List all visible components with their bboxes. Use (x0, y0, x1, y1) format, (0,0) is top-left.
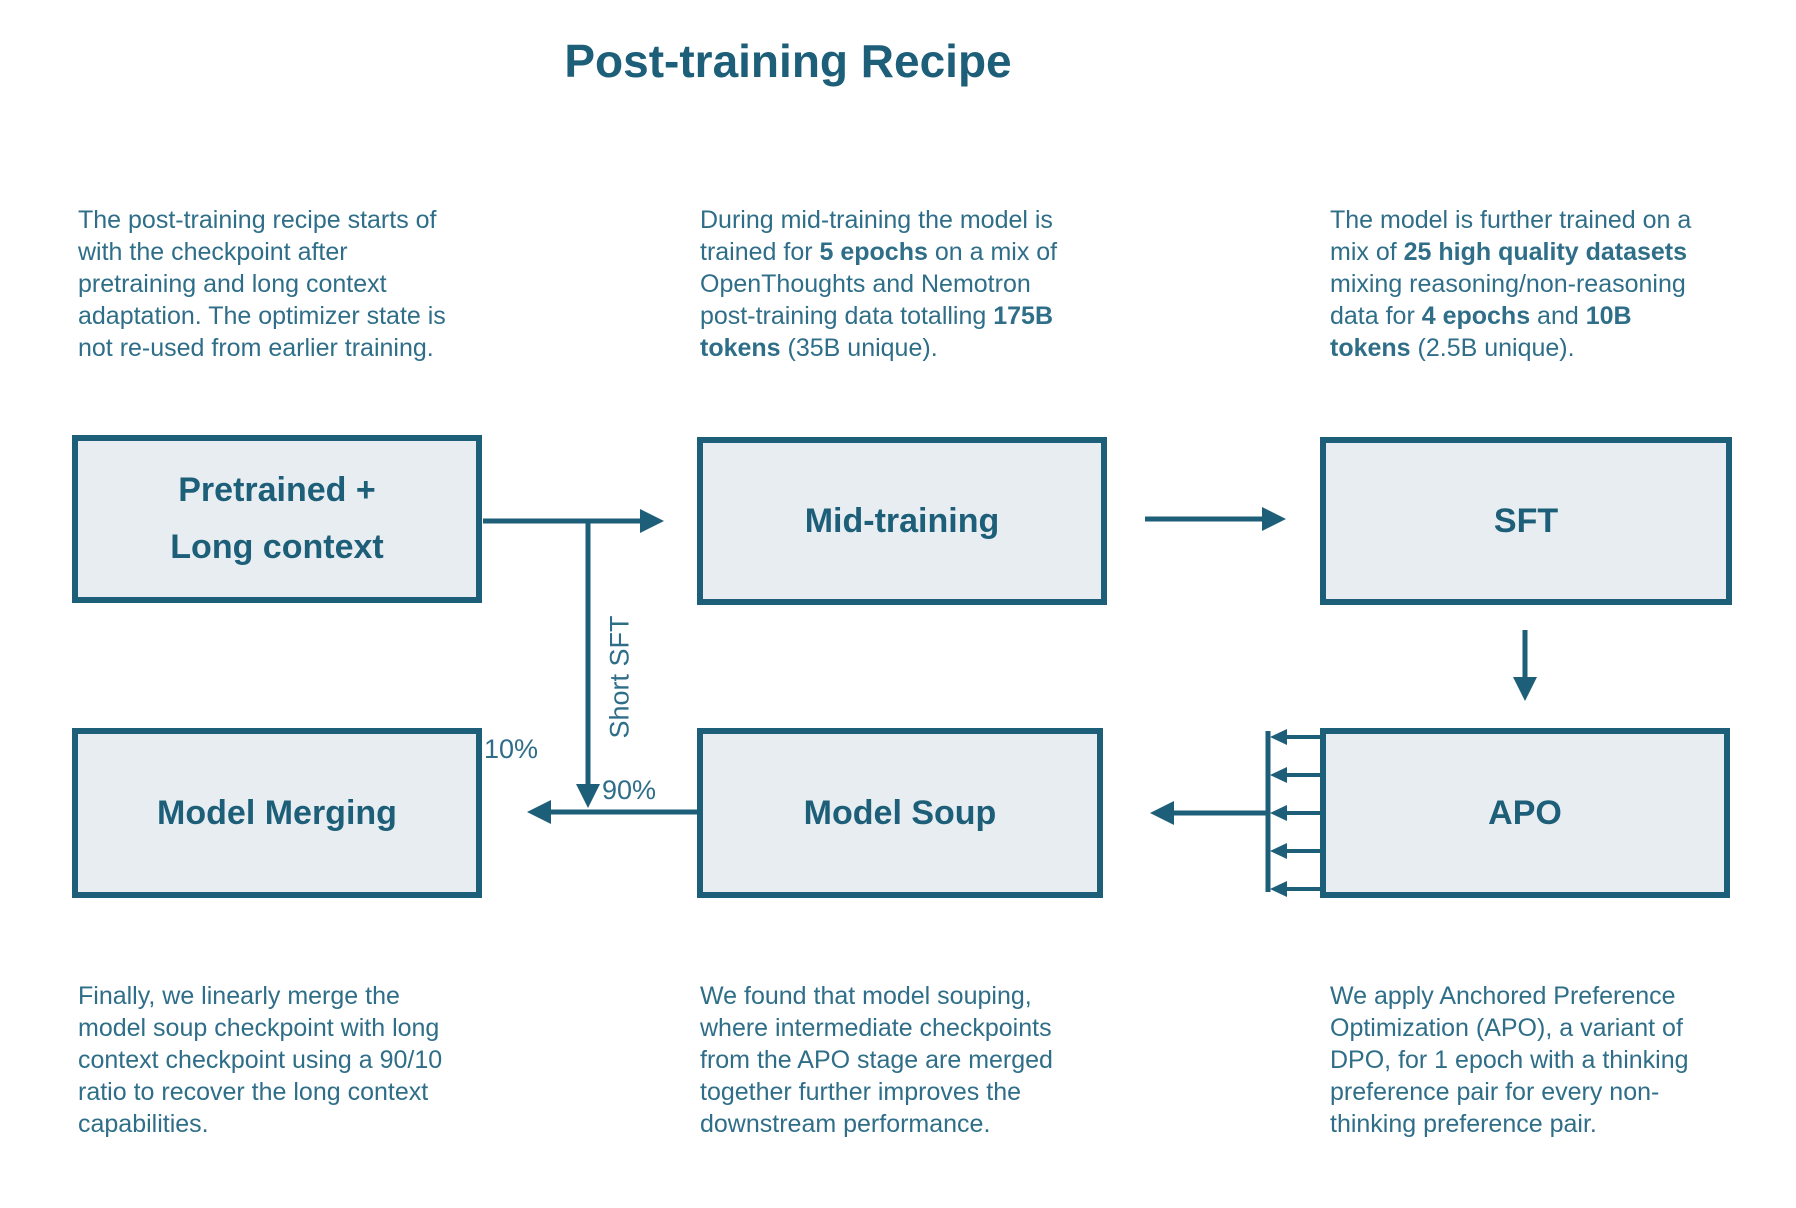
box-label: Model Merging (157, 793, 397, 832)
box-label: Model Soup (803, 793, 997, 832)
flow-box-apo: APO (1320, 728, 1730, 898)
arrow-pretrained-to-midtraining (483, 509, 664, 533)
arrow-apo-to-soup (1150, 801, 1268, 825)
note-mid-training: During mid-training the model is trained… (700, 206, 1058, 362)
edge-label-10-percent: 10% (484, 734, 539, 764)
arrow-short-sft-branch-down (576, 519, 600, 808)
note-pretrained-checkpoint: The post-training recipe starts of with … (78, 206, 446, 362)
note-sft: The model is further trained on a mix of… (1330, 206, 1692, 362)
flow-box-model-merging: Model Merging (72, 728, 482, 898)
page-title: Post-training Recipe (564, 35, 1012, 87)
note-apo: We apply Anchored Preference Optimizatio… (1330, 982, 1689, 1138)
box-label: APO (1488, 793, 1562, 832)
note-model-merging: Finally, we linearly merge the model sou… (78, 982, 443, 1138)
flow-box-sft: SFT (1320, 437, 1732, 605)
flow-box-mid-training: Mid-training (697, 437, 1107, 605)
box-label: SFT (1493, 501, 1559, 540)
flow-box-pretrained-long-context: Pretrained + Long context (72, 435, 482, 603)
edge-label-90-percent: 90% (602, 775, 657, 805)
note-model-soup: We found that model souping, where inter… (700, 982, 1053, 1138)
flow-box-model-soup: Model Soup (697, 728, 1103, 898)
apo-checkpoint-arrows (1270, 729, 1320, 897)
arrow-sft-to-apo (1513, 630, 1537, 701)
box-label-line: Pretrained + (178, 471, 376, 509)
box-label: Mid-training (804, 501, 1000, 540)
edge-label-short-sft: Short SFT (604, 615, 635, 739)
box-label-line: Long context (170, 528, 384, 566)
arrow-midtraining-to-sft (1145, 507, 1286, 531)
